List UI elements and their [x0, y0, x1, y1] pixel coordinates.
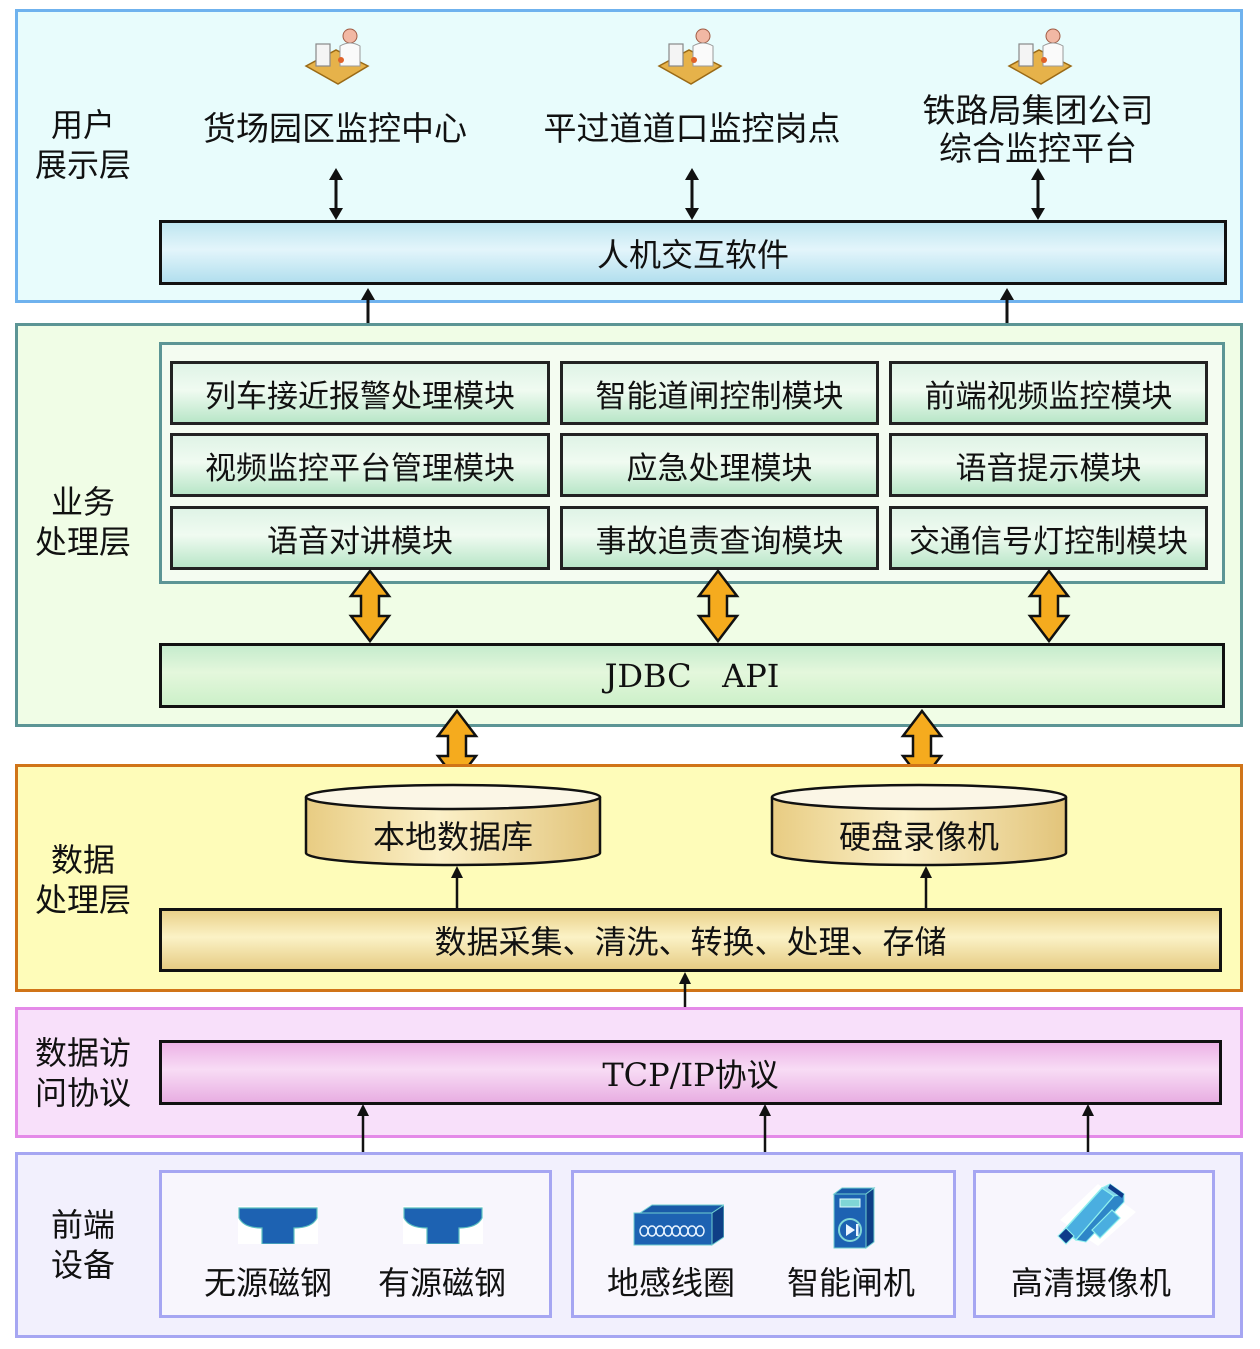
smart-gate-label: 智能闸机: [786, 1264, 915, 1302]
tcp-ip-protocol-bar: TCP/IP协议: [159, 1040, 1222, 1105]
module-emergency-handling: 应急处理模块: [560, 433, 879, 497]
data-processing-bar: 数据采集、清洗、转换、处理、存储: [159, 908, 1222, 972]
active-magnet-label: 有源磁钢: [377, 1264, 506, 1302]
bidirectional-arrow-icon: [1031, 168, 1045, 220]
operator-workstation-icon: [304, 28, 370, 85]
data-flow-double-arrow-icon: [696, 568, 740, 644]
passive-magnet-icon: [238, 1206, 318, 1244]
hd-camera-label: 高清摄像机: [1010, 1264, 1171, 1302]
devices-layer-label: 前端 设备: [50, 1206, 115, 1284]
ground-loop-label: 地感线圈: [606, 1264, 735, 1302]
module-accident-query: 事故追责查询模块: [560, 506, 879, 570]
protocol-layer-label: 数据访 问协议: [34, 1034, 131, 1112]
bidirectional-arrow-icon: [329, 168, 343, 220]
railway-bureau-monitoring-platform: 铁路局集团公司 综合监控平台: [922, 91, 1154, 168]
freight-yard-monitoring-center: 货场园区监控中心: [203, 109, 467, 148]
module-traffic-light-control: 交通信号灯控制模块: [889, 506, 1208, 570]
data-flow-double-arrow-icon: [1027, 568, 1071, 644]
smart-gate-icon: [832, 1187, 876, 1249]
user-layer-label: 用户 展示层: [34, 106, 131, 184]
bidirectional-arrow-icon: [685, 168, 699, 220]
data-flow-double-arrow-icon: [348, 568, 392, 644]
passive-magnet-label: 无源磁钢: [203, 1264, 332, 1302]
ground-loop-icon: [633, 1204, 724, 1246]
device-group-magnets: [159, 1170, 552, 1318]
jdbc-api-bar: JDBC API: [159, 643, 1225, 708]
hard-disk-recorder-cylinder-icon: [770, 783, 1068, 867]
operator-workstation-icon: [1007, 28, 1073, 85]
module-video-platform-management: 视频监控平台管理模块: [170, 433, 550, 497]
module-smart-barrier-control: 智能道闸控制模块: [560, 361, 879, 425]
hmi-software-bar: 人机交互软件: [159, 220, 1227, 285]
operator-workstation-icon: [657, 28, 723, 85]
module-train-approach-alarm: 列车接近报警处理模块: [170, 361, 550, 425]
local-database-cylinder-icon: [304, 783, 602, 867]
up-arrow-icon: [451, 866, 463, 910]
module-voice-intercom: 语音对讲模块: [170, 506, 550, 570]
module-frontend-video-monitoring: 前端视频监控模块: [889, 361, 1208, 425]
module-voice-prompt: 语音提示模块: [889, 433, 1208, 497]
business-layer-label: 业务 处理层: [34, 483, 131, 561]
hard-disk-recorder-label: 硬盘录像机: [838, 818, 999, 856]
data-layer-label: 数据 处理层: [34, 841, 131, 919]
hd-camera-icon: [1057, 1183, 1136, 1246]
level-crossing-monitoring-post: 平过道道口监控岗点: [543, 109, 841, 148]
local-database-label: 本地数据库: [372, 818, 533, 856]
up-arrow-icon: [920, 866, 932, 910]
active-magnet-icon: [403, 1206, 483, 1244]
